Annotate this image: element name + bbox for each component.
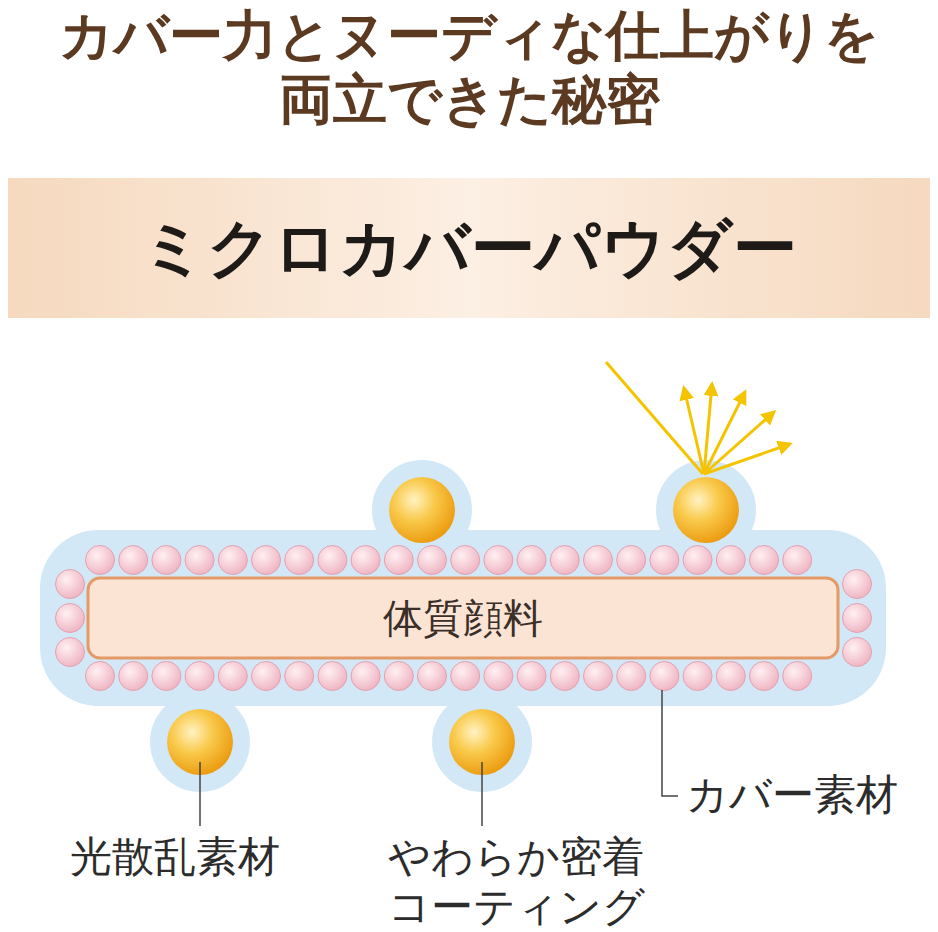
cover-bead: [185, 662, 214, 691]
cover-bead: [584, 662, 613, 691]
cover-bead: [152, 546, 181, 575]
cover-bead: [843, 570, 872, 599]
node-text: 体質顔料: [383, 591, 543, 646]
cover-bead: [56, 570, 85, 599]
cover-bead: [843, 638, 872, 667]
cover-bead: [218, 546, 247, 575]
cover-bead: [451, 546, 480, 575]
cover-bead: [783, 662, 812, 691]
cover-bead: [843, 604, 872, 633]
cover-bead: [750, 546, 779, 575]
cover-bead: [650, 546, 679, 575]
pigment-box: 体質顔料: [92, 582, 834, 654]
cover-bead: [683, 546, 712, 575]
leader-lines: [200, 690, 678, 826]
cover-bead: [285, 662, 314, 691]
name-band: ミクロカバーパウダー: [8, 178, 930, 318]
cover-bead: [716, 546, 745, 575]
part-label: カバー素材: [686, 770, 913, 820]
cover-bead: [550, 546, 579, 575]
cover-bead: [384, 662, 413, 691]
cover-bead: [86, 662, 115, 691]
title-wrap: カバー力とヌーディな仕上がりを 両立できた秘密: [0, 4, 938, 132]
cover-beads: [56, 546, 872, 691]
cover-bead: [56, 638, 85, 667]
cover-bead: [517, 546, 546, 575]
part-label: 光散乱素材: [70, 832, 330, 882]
title: カバー力とヌーディな仕上がりを 両立できた秘密: [53, 4, 885, 132]
cover-bead: [750, 662, 779, 691]
cover-bead: [351, 662, 380, 691]
cover-bead: [285, 546, 314, 575]
cover-bead: [119, 546, 148, 575]
cover-bead: [351, 546, 380, 575]
cover-bead: [56, 604, 85, 633]
coating-halo: [40, 460, 886, 792]
part-label: やわらか密着 コーティング: [388, 832, 657, 932]
cover-bead: [384, 546, 413, 575]
cover-bead: [418, 662, 447, 691]
cover-bead: [683, 662, 712, 691]
cover-bead: [218, 662, 247, 691]
cover-bead: [451, 662, 480, 691]
cover-bead: [617, 662, 646, 691]
cover-bead: [617, 546, 646, 575]
cover-bead: [252, 546, 281, 575]
cover-bead: [418, 546, 447, 575]
cover-bead: [584, 546, 613, 575]
cover-bead: [86, 546, 115, 575]
scatter-balls: [167, 477, 739, 775]
cover-bead: [252, 662, 281, 691]
cover-bead: [484, 662, 513, 691]
light-rays: [606, 362, 790, 474]
cover-bead: [517, 662, 546, 691]
cover-bead: [318, 546, 347, 575]
cover-bead: [550, 662, 579, 691]
cover-bead: [716, 662, 745, 691]
node-text: ミクロカバーパウダー: [141, 205, 797, 292]
cover-bead: [484, 546, 513, 575]
pigment-core: [88, 578, 838, 658]
cover-bead: [650, 662, 679, 691]
cover-bead: [318, 662, 347, 691]
cover-bead: [152, 662, 181, 691]
cover-bead: [185, 546, 214, 575]
cover-bead: [119, 662, 148, 691]
cover-bead: [783, 546, 812, 575]
